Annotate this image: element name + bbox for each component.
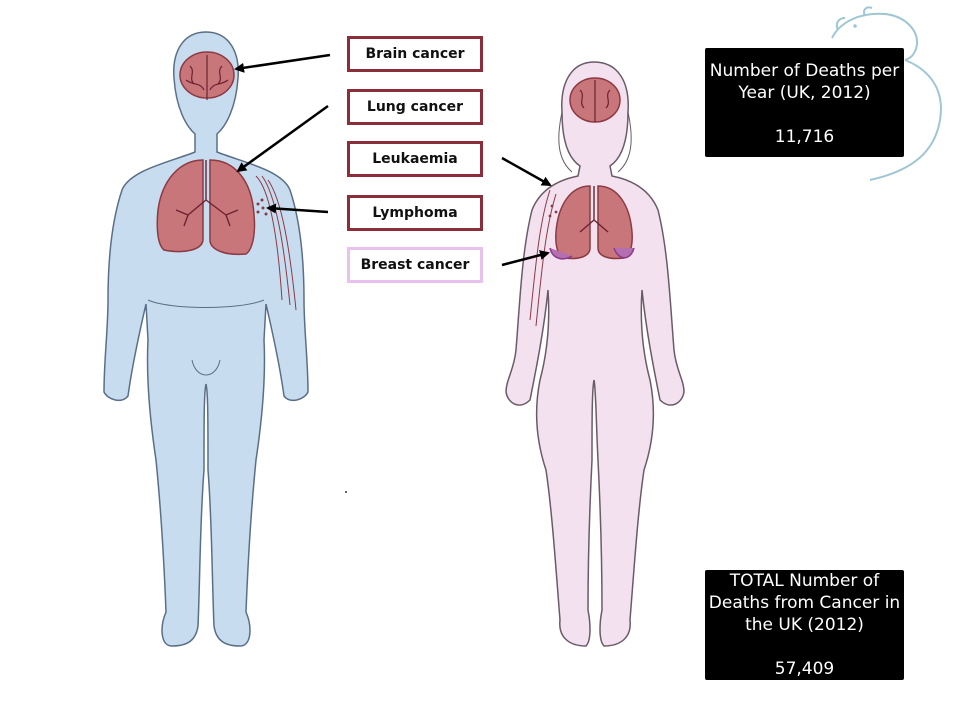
label-lung-cancer[interactable]: Lung cancer	[347, 89, 483, 125]
breast-arrow	[501, 250, 550, 267]
male-body-outline	[103, 31, 309, 647]
male-figure	[103, 31, 309, 647]
label-breast-cancer[interactable]: Breast cancer	[347, 247, 483, 283]
lungs-icon	[156, 159, 256, 256]
stat-total-line3: the UK (2012)	[745, 615, 864, 635]
stat-title-line1: Number of Deaths per	[709, 61, 900, 81]
stat-box-deaths-per-year: Number of Deaths per Year (UK, 2012) 11,…	[705, 48, 904, 157]
brain-icon	[569, 77, 621, 123]
mouse-logo-icon	[831, 6, 942, 181]
label-leukaemia[interactable]: Leukaemia	[347, 141, 483, 177]
stat-total-value: 57,409	[774, 659, 835, 679]
female-figure	[505, 61, 685, 647]
stat-total-line2: Deaths from Cancer in	[708, 593, 901, 613]
leukaemia-arrow	[501, 156, 552, 187]
stat-title-line2: Year (UK, 2012)	[738, 83, 871, 103]
breast-tissue	[549, 247, 635, 260]
lymphoma-arrow	[266, 203, 329, 214]
brain-arrow	[234, 53, 331, 73]
stat-total-line1: TOTAL Number of	[729, 571, 880, 591]
lung-arrow	[236, 104, 329, 173]
brain-icon	[179, 51, 235, 100]
stat-value: 11,716	[774, 127, 835, 147]
arrows	[234, 53, 552, 267]
label-lymphoma[interactable]: Lymphoma	[347, 195, 483, 231]
stat-box-total-deaths: TOTAL Number of Deaths from Cancer in th…	[705, 570, 904, 680]
female-body-outline	[505, 61, 685, 647]
label-brain-cancer[interactable]: Brain cancer	[347, 36, 483, 72]
